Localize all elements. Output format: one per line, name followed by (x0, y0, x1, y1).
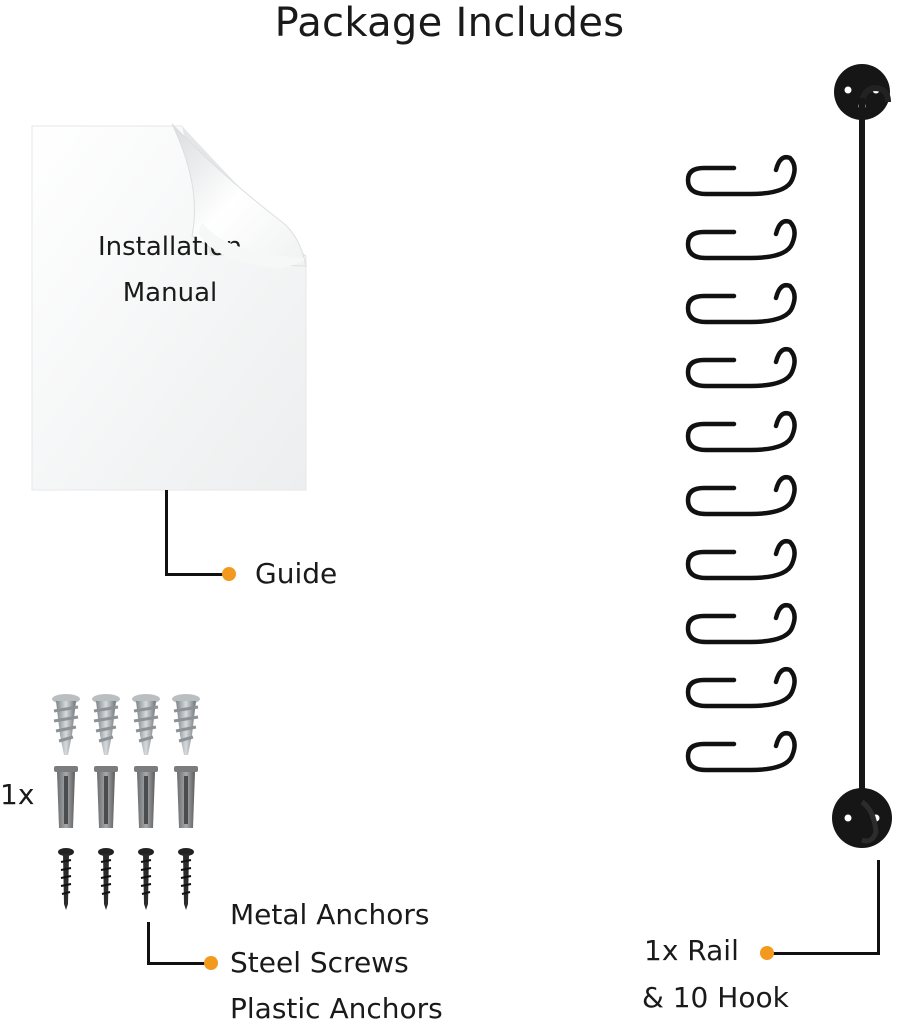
steel-screws (58, 848, 194, 910)
plastic-anchors-label: Plastic Anchors (230, 992, 443, 1025)
s-hook (685, 539, 797, 581)
hardware-callout-line-vertical (147, 922, 150, 965)
guide-callout-line-horizontal (165, 573, 228, 576)
guide-callout-line-vertical (165, 490, 168, 576)
metal-anchors-label: Metal Anchors (230, 898, 430, 931)
steel-screws-label: Steel Screws (230, 946, 409, 979)
s-hooks-graphic (685, 155, 797, 773)
page-title: Package Includes (274, 0, 625, 46)
rail-label-line2: & 10 Hook (642, 981, 789, 1014)
hardware-graphic (52, 694, 200, 910)
s-hook (685, 731, 797, 773)
s-hook (685, 603, 797, 645)
metal-anchors (52, 694, 200, 755)
installation-manual: Installation Manual (31, 123, 307, 491)
s-hook (685, 411, 797, 453)
s-hook (685, 283, 797, 325)
plastic-anchors (54, 766, 198, 828)
rail-callout-line-vertical (877, 860, 880, 955)
rail-callout-dot (760, 946, 774, 960)
rail-label-line1: 1x Rail (644, 934, 739, 967)
s-hook (685, 155, 797, 197)
s-hook (685, 475, 797, 517)
manual-title-line2: Manual (122, 278, 218, 308)
guide-callout-dot (222, 567, 236, 581)
hardware-quantity: 1x (0, 778, 35, 811)
page-curl-overlay (198, 222, 305, 268)
rail-graphic (832, 64, 892, 848)
hardware-callout-line-horizontal (147, 962, 207, 965)
s-hook (685, 347, 797, 389)
s-hook (685, 667, 797, 709)
rail-callout-line-horizontal (770, 952, 880, 955)
guide-label: Guide (255, 557, 338, 590)
s-hook (685, 219, 797, 261)
hardware-callout-dot (204, 956, 218, 970)
